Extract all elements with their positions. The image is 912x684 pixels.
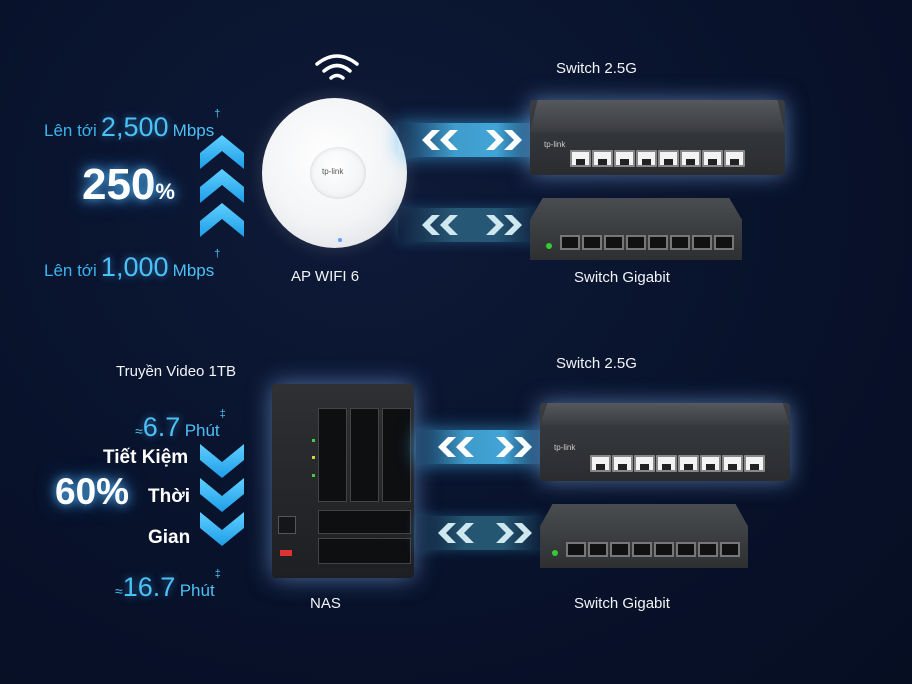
double-chevron-right-icon: [496, 523, 532, 543]
save-line3: Gian: [148, 527, 191, 548]
beam-top-2-5g: [398, 123, 538, 157]
access-point-center: [310, 147, 366, 199]
fast-time: ≈6.7 Phút‡: [135, 408, 226, 443]
wifi-icon: [315, 54, 359, 80]
switch-logo: tp-link: [544, 140, 566, 149]
double-chevron-right-icon: [486, 215, 522, 235]
speed-low-value: 1,000: [100, 252, 169, 282]
double-chevron-left-icon: [438, 523, 474, 543]
save-percent: 60%: [55, 471, 130, 512]
speed-high-value: 2,500: [100, 112, 169, 142]
double-chevron-left-icon: [438, 437, 474, 457]
percent-increase: 250%: [82, 160, 175, 210]
top-speed-high: Lên tới 2,500 Mbps†: [44, 108, 220, 143]
double-chevron-right-icon: [496, 437, 532, 457]
ap-label: AP WIFI 6: [291, 268, 360, 285]
ap-status-led: [338, 238, 342, 242]
slow-unit: Phút: [179, 581, 215, 600]
slow-time: ≈16.7 Phút‡: [115, 568, 221, 603]
speed-high-prefix: Lên tới: [44, 121, 97, 140]
speed-high-unit: Mbps: [172, 121, 215, 140]
slow-value: 16.7: [122, 572, 176, 602]
ap-logo: tp-link: [322, 167, 344, 176]
top-switch-2-5g-label: Switch 2.5G: [556, 60, 637, 77]
switch-2-5g-device: tp-link: [540, 403, 790, 481]
switch-2-5g-device: tp-link: [530, 100, 785, 175]
fast-prefix: ≈: [135, 423, 143, 439]
fast-unit: Phút: [184, 421, 220, 440]
speed-low-mark: †: [214, 248, 221, 260]
bottom-title: Truyền Video 1TB: [116, 363, 237, 380]
double-chevron-left-icon: [422, 130, 458, 150]
chevron-up-icon: [200, 135, 244, 237]
bottom-switch-gigabit-label: Switch Gigabit: [574, 595, 670, 612]
fast-mark: ‡: [219, 408, 226, 420]
double-chevron-left-icon: [422, 215, 458, 235]
top-speed-low: Lên tới 1,000 Mbps†: [44, 248, 220, 283]
switch-gigabit-device: [540, 504, 748, 568]
speed-low-prefix: Lên tới: [44, 261, 97, 280]
chevron-down-icon: [200, 444, 244, 546]
speed-low-unit: Mbps: [172, 261, 215, 280]
double-chevron-right-icon: [486, 130, 522, 150]
beam-bottom-gigabit: [416, 516, 541, 550]
bottom-switch-2-5g-label: Switch 2.5G: [556, 355, 637, 372]
switch-logo: tp-link: [554, 443, 576, 452]
percent-value: 250: [82, 160, 156, 209]
slow-mark: ‡: [214, 568, 221, 580]
top-switch-gigabit-label: Switch Gigabit: [574, 269, 670, 286]
save-line2: Thời: [148, 486, 190, 507]
fast-value: 6.7: [142, 412, 181, 442]
beam-bottom-2-5g: [416, 430, 541, 464]
switch-gigabit-device: [530, 198, 742, 260]
beam-top-gigabit: [398, 208, 538, 242]
save-line1: Tiết Kiệm: [103, 447, 189, 468]
percent-sign: %: [155, 179, 175, 204]
slow-prefix: ≈: [115, 583, 123, 599]
nas-device: [272, 384, 414, 578]
nas-label: NAS: [310, 595, 341, 612]
speed-high-mark: †: [214, 108, 221, 120]
